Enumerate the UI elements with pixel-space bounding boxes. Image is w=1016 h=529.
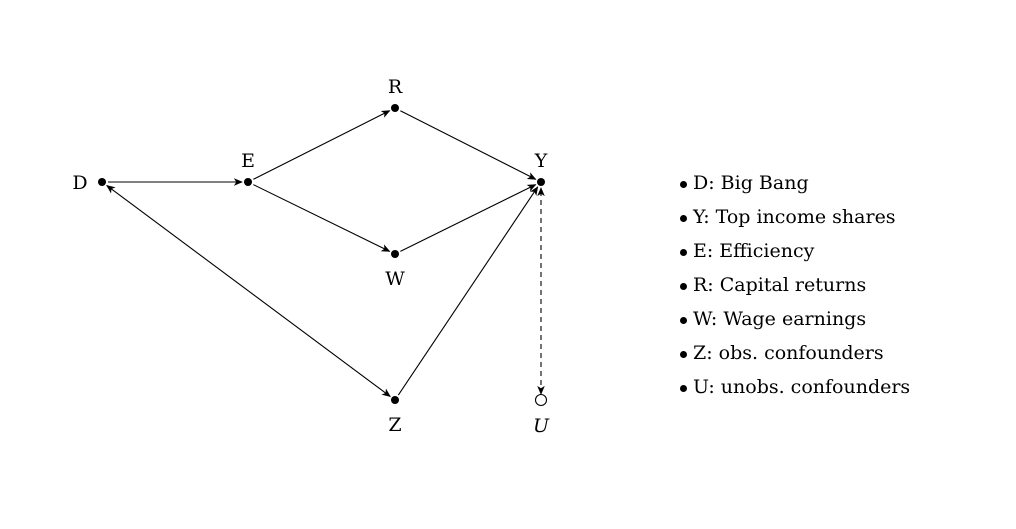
node-r: [391, 104, 399, 112]
legend-label: U: unobs. confounders: [693, 376, 911, 398]
bullet-icon: [680, 214, 687, 222]
legend-label: E: Efficiency: [693, 240, 815, 262]
bullet-icon: [680, 180, 687, 188]
node-label-z: Z: [388, 414, 401, 436]
nodes-layer: [98, 104, 548, 407]
legend-label: D: Big Bang: [693, 172, 809, 194]
node-w: [391, 250, 399, 258]
node-y: [537, 178, 545, 186]
legend-item-y: Y: Top income shares: [680, 200, 910, 234]
legend-label: Y: Top income shares: [693, 206, 896, 228]
edge-z-y: [397, 186, 539, 396]
edge-r-y: [400, 110, 537, 180]
edge-w-y: [400, 184, 537, 252]
legend: D: Big Bang Y: Top income shares E: Effi…: [680, 166, 910, 404]
node-z: [391, 396, 399, 404]
node-label-e: E: [241, 150, 255, 172]
bullet-icon: [680, 350, 687, 358]
edge-d-z: [106, 185, 391, 397]
node-d: [98, 178, 106, 186]
edge-e-w: [253, 184, 391, 252]
legend-item-u: U: unobs. confounders: [680, 370, 910, 404]
legend-item-w: W: Wage earnings: [680, 302, 910, 336]
node-u: [534, 393, 548, 407]
legend-item-z: Z: obs. confounders: [680, 336, 910, 370]
bullet-icon: [680, 282, 687, 290]
bullet-icon: [680, 316, 687, 324]
legend-label: R: Capital returns: [693, 274, 867, 296]
node-label-w: W: [385, 268, 405, 290]
legend-label: Z: obs. confounders: [693, 342, 884, 364]
node-label-y: Y: [534, 150, 548, 172]
edges-layer: [106, 110, 545, 397]
node-label-r: R: [388, 76, 403, 98]
node-label-u: U: [533, 415, 550, 437]
legend-item-r: R: Capital returns: [680, 268, 910, 302]
edge-e-r: [253, 110, 391, 180]
bullet-icon: [680, 384, 687, 392]
legend-item-d: D: Big Bang: [680, 166, 910, 200]
node-e: [244, 178, 252, 186]
node-label-d: D: [72, 172, 87, 194]
labels-layer: D E R W Y Z U: [72, 76, 550, 437]
bullet-icon: [680, 248, 687, 256]
legend-item-e: E: Efficiency: [680, 234, 910, 268]
legend-label: W: Wage earnings: [693, 308, 867, 330]
